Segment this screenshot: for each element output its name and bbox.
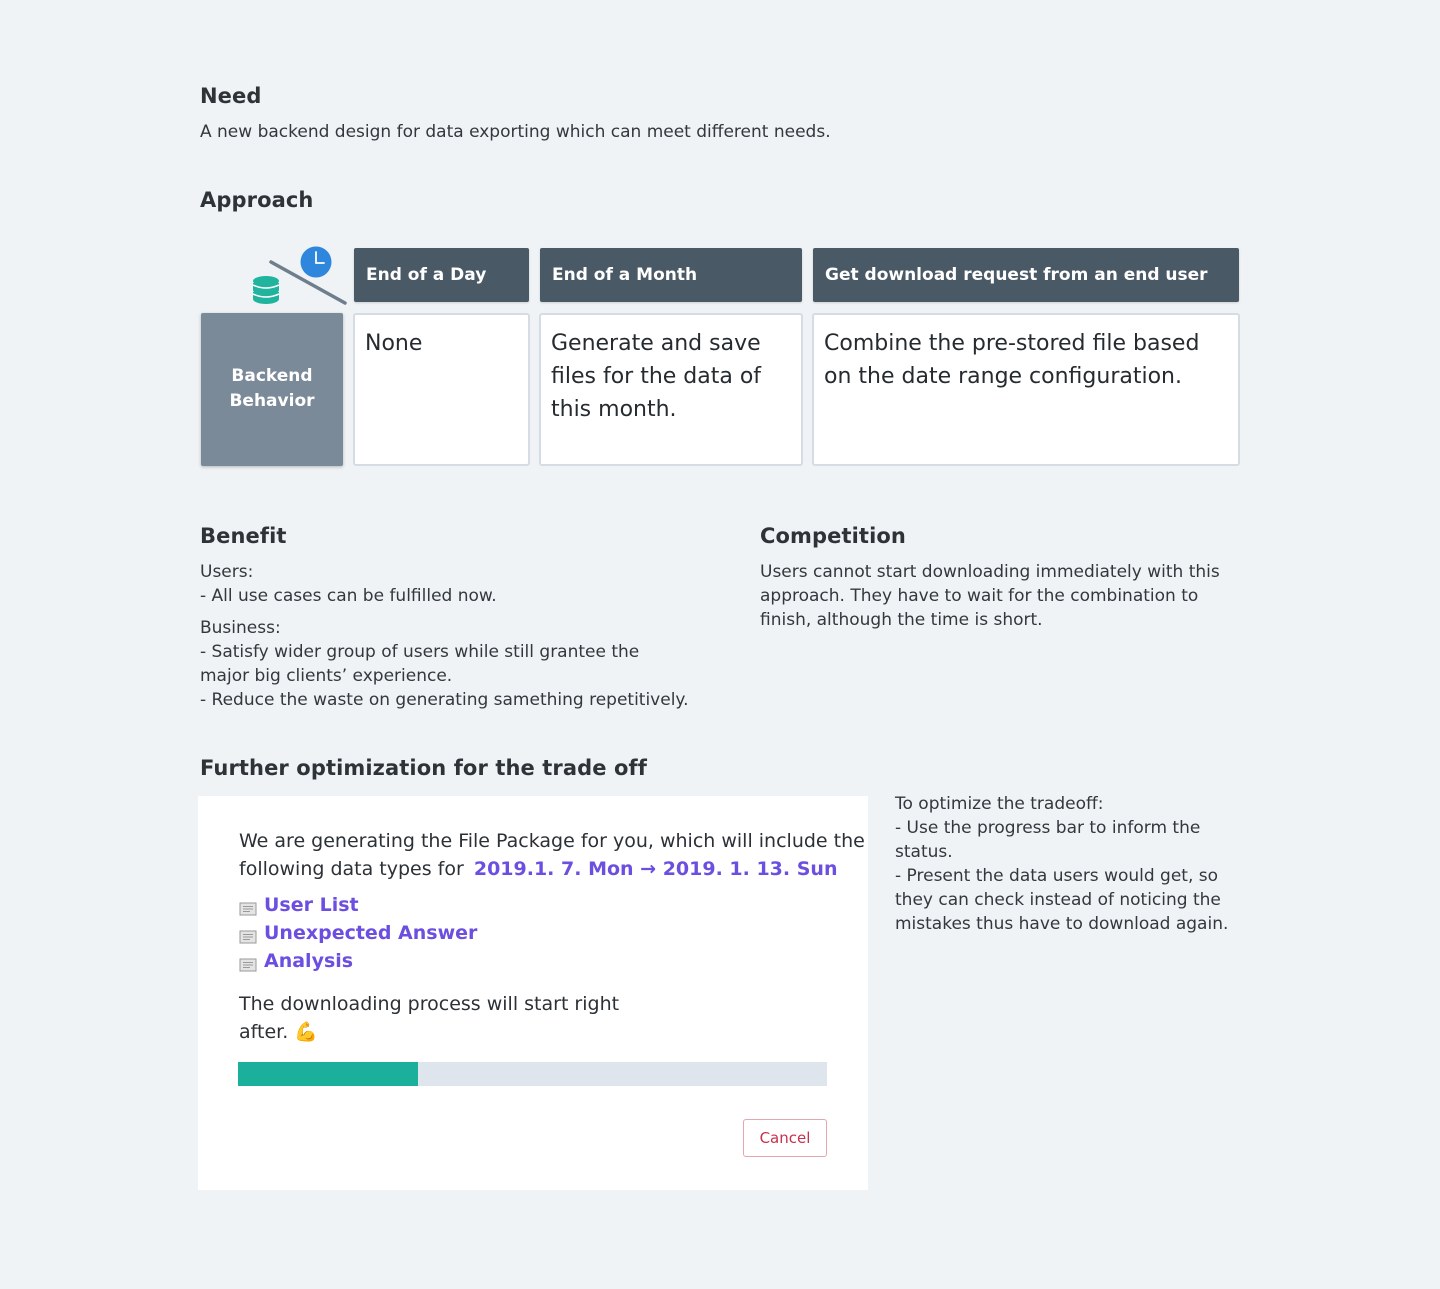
file-type-analysis: Analysis — [264, 950, 354, 972]
benefit-business-item: - Satisfy wider group of users while sti… — [200, 642, 640, 686]
cell-download-request: Combine the pre-stored file based on the… — [812, 313, 1240, 466]
optimization-notes: To optimize the tradeoff: - Use the prog… — [895, 792, 1235, 936]
need-text: A new backend design for data exporting … — [200, 122, 831, 142]
list-item: User List — [239, 891, 477, 919]
clock-icon — [300, 246, 332, 278]
row-label-line: Behavior — [229, 391, 315, 411]
database-clock-icon — [252, 246, 347, 305]
scroll-icon — [239, 953, 257, 972]
dialog-intro-line: We are generating the File Package for y… — [239, 830, 865, 852]
optimization-heading: Further optimization for the trade off — [200, 756, 648, 780]
competition-text: Users cannot start downloading immediate… — [760, 562, 1220, 630]
optimization-notes-item: - Present the data users would get, so t… — [895, 866, 1229, 934]
date-range: 2019.1. 7. Mon → 2019. 1. 13. Sun — [473, 858, 838, 880]
benefit-body: Users: - All use cases can be fulfilled … — [200, 560, 690, 712]
progress-bar — [238, 1062, 827, 1086]
list-item: Unexpected Answer — [239, 919, 477, 947]
cell-end-of-month: Generate and save files for the data of … — [539, 313, 803, 466]
diagonal-divider — [269, 260, 347, 305]
database-icon — [252, 276, 280, 304]
dialog-status-line: The downloading process will start right — [239, 993, 620, 1015]
file-list: User List Unexpected Answer — [239, 891, 477, 975]
dialog-intro-prefix: following data types for — [239, 858, 464, 880]
scroll-icon — [239, 897, 257, 916]
column-header-end-of-month: End of a Month — [540, 248, 802, 302]
need-heading: Need — [200, 84, 262, 108]
benefit-heading: Benefit — [200, 524, 287, 548]
benefit-users-label: Users: — [200, 562, 254, 582]
competition-heading: Competition — [760, 524, 906, 548]
dialog-intro: We are generating the File Package for y… — [239, 827, 865, 883]
dialog-status: The downloading process will start right… — [239, 990, 639, 1046]
file-type-unexpected-answer: Unexpected Answer — [264, 922, 478, 944]
benefit-users-item: - All use cases can be fulfilled now. — [200, 586, 497, 606]
row-label-line: Backend — [231, 366, 313, 386]
row-label-backend-behavior: Backend Behavior — [201, 313, 343, 466]
column-header-download-request: Get download request from an end user — [813, 248, 1239, 302]
approach-heading: Approach — [200, 188, 314, 212]
progress-bar-fill — [238, 1062, 419, 1086]
list-item: Analysis — [239, 947, 477, 975]
dialog-status-line-2: after. 💪 — [239, 1021, 318, 1043]
dialog-intro-line-2: following data types for 2019.1. 7. Mon … — [239, 855, 859, 883]
cell-end-of-day: None — [353, 313, 530, 466]
file-package-dialog: We are generating the File Package for y… — [198, 796, 868, 1190]
scroll-icon — [239, 925, 257, 944]
column-header-end-of-day: End of a Day — [354, 248, 529, 302]
optimization-notes-intro: To optimize the tradeoff: — [895, 794, 1104, 814]
cancel-button[interactable]: Cancel — [743, 1119, 827, 1157]
benefit-business-item: - Reduce the waste on generating samethi… — [200, 690, 689, 710]
file-type-user-list: User List — [264, 894, 359, 916]
optimization-notes-item: - Use the progress bar to inform the sta… — [895, 818, 1201, 862]
benefit-business-label: Business: — [200, 618, 281, 638]
